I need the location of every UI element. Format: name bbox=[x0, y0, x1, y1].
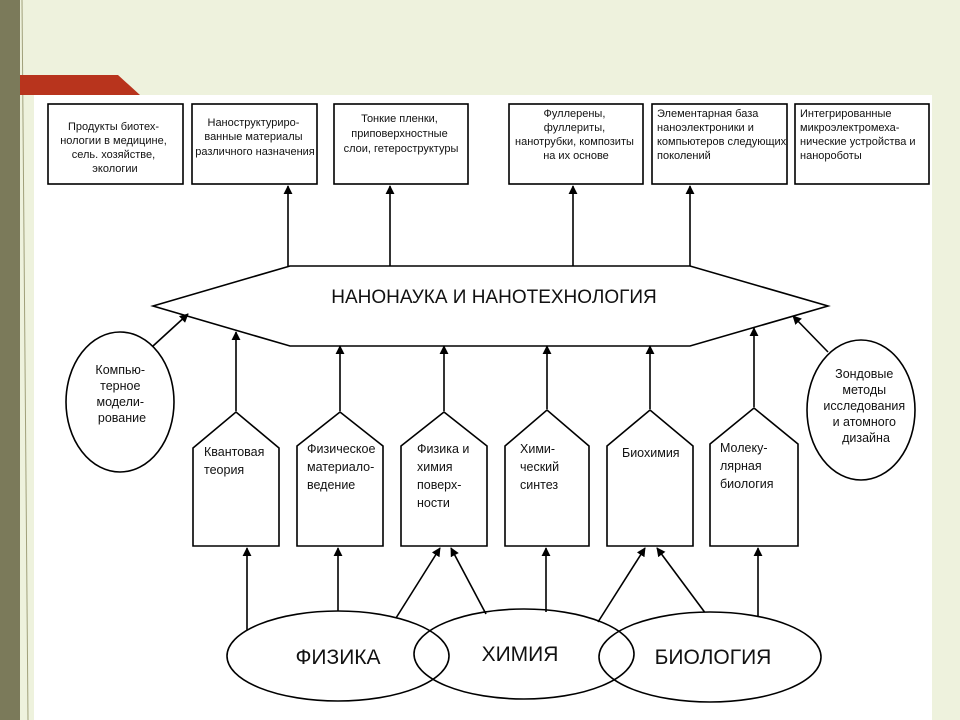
top-box-line: слои, гетероструктуры bbox=[344, 143, 459, 155]
discipline-line: Физическое bbox=[307, 442, 375, 456]
top-box-line: Элементарная база bbox=[657, 108, 759, 120]
top-box-line: Наноструктуриро- bbox=[208, 117, 300, 129]
top-box-line: поколений bbox=[657, 150, 711, 162]
computer-modeling-circle: Компью- терное модели- рование bbox=[65, 331, 175, 473]
circle-line: модели- bbox=[96, 395, 144, 409]
science-biology-label: БИОЛОГИЯ bbox=[655, 646, 772, 669]
svg-text:Зондовые методы ис: Зондовые методы исследования и атомного … bbox=[823, 367, 908, 445]
center-hexagon: НАНОНАУКА И НАНОТЕХНОЛОГИЯ bbox=[150, 265, 831, 347]
top-box-line: нические устройства и bbox=[800, 136, 916, 148]
svg-text:Молеку- лярная био: Молеку- лярная биология bbox=[720, 441, 774, 491]
top-box-line: приповерхностные bbox=[351, 128, 447, 140]
svg-text:Тонкие пленки, приповерх: Тонкие пленки, приповерхностные слои, ге… bbox=[344, 113, 459, 155]
svg-text:Элементарная база наноэл: Элементарная база наноэлектроники и комп… bbox=[657, 108, 789, 162]
red-corner-accent bbox=[20, 75, 140, 95]
top-box-line: Продукты биотех- bbox=[68, 121, 159, 133]
science-chemistry bbox=[413, 608, 635, 700]
circle-line: исследования bbox=[823, 399, 905, 413]
top-box-nanoelectronics: Элементарная база наноэлектроники и комп… bbox=[651, 103, 789, 185]
science-physics-label: ФИЗИКА bbox=[295, 646, 380, 669]
top-box-line: компьютеров следующих bbox=[657, 136, 787, 148]
discipline-line: Физика и bbox=[417, 442, 469, 456]
svg-text:Интегрированные микроэле: Интегрированные микроэлектромеха- ническ… bbox=[800, 108, 919, 162]
arrow-from-probe-methods bbox=[792, 315, 829, 353]
circle-line: дизайна bbox=[842, 431, 890, 445]
top-box-line: экологии bbox=[92, 163, 137, 175]
arrow-chemistry-to-surface bbox=[450, 547, 487, 615]
discipline-line: лярная bbox=[720, 459, 762, 473]
svg-text:Фуллерены, фуллериты,: Фуллерены, фуллериты, нанотрубки, композ… bbox=[515, 108, 637, 162]
top-box-line: ванные материалы bbox=[204, 131, 302, 143]
discipline-line: ности bbox=[417, 496, 450, 510]
top-box-line: нанотрубки, композиты bbox=[515, 136, 634, 148]
circle-line: рование bbox=[98, 411, 146, 425]
circle-line: терное bbox=[100, 379, 140, 393]
diagram-panel bbox=[34, 95, 932, 720]
top-box-mems-nanorobots: Интегрированные микроэлектромеха- ническ… bbox=[794, 103, 930, 185]
discipline-line: ведение bbox=[307, 478, 355, 492]
left-accent-bar bbox=[0, 0, 20, 720]
top-box-line: сель. хозяйстве, bbox=[72, 149, 155, 161]
svg-text:Хими- ческий синте: Хими- ческий синтез bbox=[520, 442, 563, 492]
science-chemistry-label: ХИМИЯ bbox=[482, 643, 559, 666]
discipline-molecular-biology: Молеку- лярная биология bbox=[709, 406, 799, 547]
discipline-surface-physics-chemistry: Физика и химия поверх- ности bbox=[400, 410, 488, 547]
center-title: НАНОНАУКА И НАНОТЕХНОЛОГИЯ bbox=[331, 287, 657, 308]
top-box-line: микроэлектромеха- bbox=[800, 122, 900, 134]
discipline-biochemistry: Биохимия bbox=[606, 408, 694, 547]
discipline-quantum-theory: Квантовая теория bbox=[192, 410, 280, 547]
top-box-line: фуллериты, bbox=[544, 122, 605, 134]
top-box-line: Фуллерены, bbox=[544, 108, 606, 120]
top-box-line: на их основе bbox=[543, 150, 609, 162]
svg-text:Наноструктуриро- ванные: Наноструктуриро- ванные материалы различ… bbox=[195, 117, 315, 158]
discipline-line: биология bbox=[720, 477, 774, 491]
top-box-line: Интегрированные bbox=[800, 108, 892, 120]
discipline-line: химия bbox=[417, 460, 453, 474]
top-box-line: различного назначения bbox=[195, 146, 315, 158]
arrows-sciences-to-disciplines bbox=[242, 547, 763, 630]
discipline-physical-materials-science: Физическое материало- ведение bbox=[296, 410, 384, 547]
circle-line: методы bbox=[842, 383, 886, 397]
arrow-biology-to-biochem bbox=[656, 547, 707, 615]
svg-text:Компью- терное мод: Компью- терное модели- рование bbox=[95, 363, 148, 425]
top-box-nanostructured-materials: Наноструктуриро- ванные материалы различ… bbox=[191, 103, 318, 185]
circle-line: Зондовые bbox=[835, 367, 893, 381]
science-physics bbox=[226, 610, 450, 702]
circle-line: и атомного bbox=[833, 415, 896, 429]
arrows-disciplines-to-center bbox=[231, 327, 759, 411]
svg-text:Квантовая теория: Квантовая теория bbox=[204, 445, 268, 477]
top-box-biotech-products: Продукты биотех- нологии в медицине, сел… bbox=[47, 103, 184, 185]
discipline-line: теория bbox=[204, 463, 244, 477]
arrow-from-computer-modeling bbox=[152, 313, 189, 347]
discipline-line: ческий bbox=[520, 460, 559, 474]
discipline-line: Биохимия bbox=[622, 446, 680, 460]
arrow-physics-to-surface bbox=[395, 547, 441, 619]
science-biology bbox=[598, 611, 822, 703]
svg-text:Биохимия: Биохимия bbox=[622, 446, 680, 460]
svg-text:Физическое материало-: Физическое материало- ведение bbox=[307, 442, 379, 492]
top-box-line: нологии в медицине, bbox=[60, 135, 167, 147]
top-box-line: наноэлектроники и bbox=[657, 122, 754, 134]
top-box-fullerenes: Фуллерены, фуллериты, нанотрубки, композ… bbox=[508, 103, 644, 185]
svg-text:Продукты биотех- нологии: Продукты биотех- нологии в медицине, сел… bbox=[60, 121, 170, 175]
decorative-stripe bbox=[21, 0, 29, 720]
discipline-line: Молеку- bbox=[720, 441, 768, 455]
arrows-to-top-boxes bbox=[283, 185, 695, 266]
discipline-line: материало- bbox=[307, 460, 374, 474]
discipline-line: Хими- bbox=[520, 442, 555, 456]
discipline-line: поверх- bbox=[417, 478, 461, 492]
probe-methods-circle: Зондовые методы исследования и атомного … bbox=[806, 339, 916, 481]
discipline-chemical-synthesis: Хими- ческий синтез bbox=[504, 408, 590, 547]
arrow-chemistry-to-biochem bbox=[597, 547, 646, 623]
discipline-line: синтез bbox=[520, 478, 558, 492]
top-box-thin-films: Тонкие пленки, приповерхностные слои, ге… bbox=[333, 103, 469, 185]
svg-text:Физика и химия пов: Физика и химия поверх- ности bbox=[417, 442, 473, 510]
circle-line: Компью- bbox=[95, 363, 145, 377]
top-box-line: нанороботы bbox=[800, 150, 862, 162]
discipline-line: Квантовая bbox=[204, 445, 264, 459]
top-box-line: Тонкие пленки, bbox=[361, 113, 438, 125]
